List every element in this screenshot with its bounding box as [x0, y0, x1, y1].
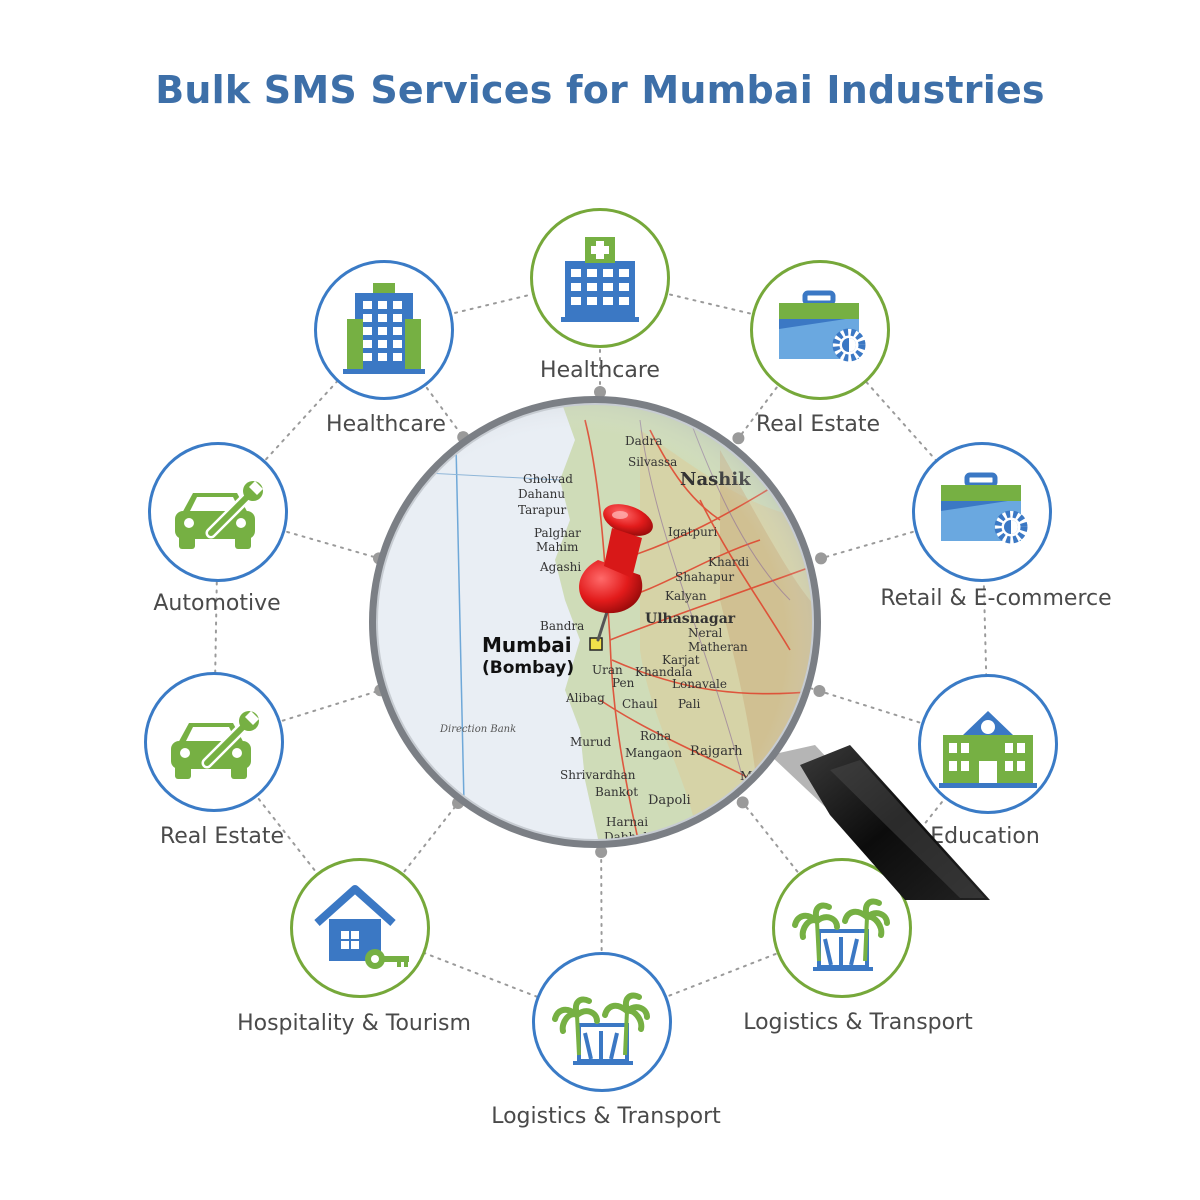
- industry-node-circle: [912, 442, 1052, 582]
- industry-node-label: Retail & E-commerce: [880, 586, 1112, 611]
- spoke-connector: [286, 530, 388, 562]
- industry-node-label: Education: [930, 824, 1040, 849]
- industry-node-circle: [918, 674, 1058, 814]
- spoke-dot: [815, 552, 828, 565]
- spoke-dot: [374, 684, 387, 697]
- industry-node-label: Hospitality & Tourism: [237, 1011, 471, 1036]
- industry-node-label: Automotive: [153, 591, 281, 616]
- industry-node-circle: [290, 858, 430, 998]
- industry-node-circle: [148, 442, 288, 582]
- hospital-icon: [561, 237, 639, 322]
- industry-node-label: Real Estate: [755, 412, 881, 437]
- palm-trees-building-icon: [792, 898, 890, 971]
- spoke-dot: [594, 386, 606, 398]
- spoke-dot: [595, 845, 608, 858]
- industry-node-circle: [750, 260, 890, 400]
- spoke-dot: [813, 684, 826, 697]
- industry-node-label: Logistics & Transport: [491, 1104, 721, 1129]
- industry-node-circle: [772, 858, 912, 998]
- industry-node-label: Healthcare: [540, 358, 660, 383]
- page-title: Bulk SMS Services for Mumbai Industries: [155, 68, 1045, 112]
- office-building-icon: [343, 283, 425, 374]
- industry-node-circle: [144, 672, 284, 812]
- briefcase-gear-icon: [941, 472, 1028, 544]
- industry-node-label: Real Estate: [159, 824, 285, 849]
- industry-node-label: Healthcare: [326, 412, 446, 437]
- briefcase-gear-icon: [779, 290, 866, 362]
- car-wrench-icon: [175, 481, 263, 549]
- industry-node-label: Logistics & Transport: [743, 1010, 973, 1035]
- house-key-icon: [314, 885, 409, 969]
- car-wrench-icon: [171, 711, 259, 779]
- spoke-connector: [600, 842, 603, 952]
- spoke-connector: [810, 687, 921, 724]
- spoke-dot: [452, 796, 465, 809]
- industry-node-circle: [530, 208, 670, 348]
- industry-node-circle: [532, 952, 672, 1092]
- palm-trees-building-icon: [552, 992, 650, 1065]
- spoke-connector: [281, 686, 390, 722]
- industry-node-circle: [314, 260, 454, 400]
- spoke-connector: [812, 530, 914, 562]
- spoke-dot: [372, 552, 385, 565]
- school-building-icon: [939, 711, 1037, 788]
- spoke-dot: [736, 796, 749, 809]
